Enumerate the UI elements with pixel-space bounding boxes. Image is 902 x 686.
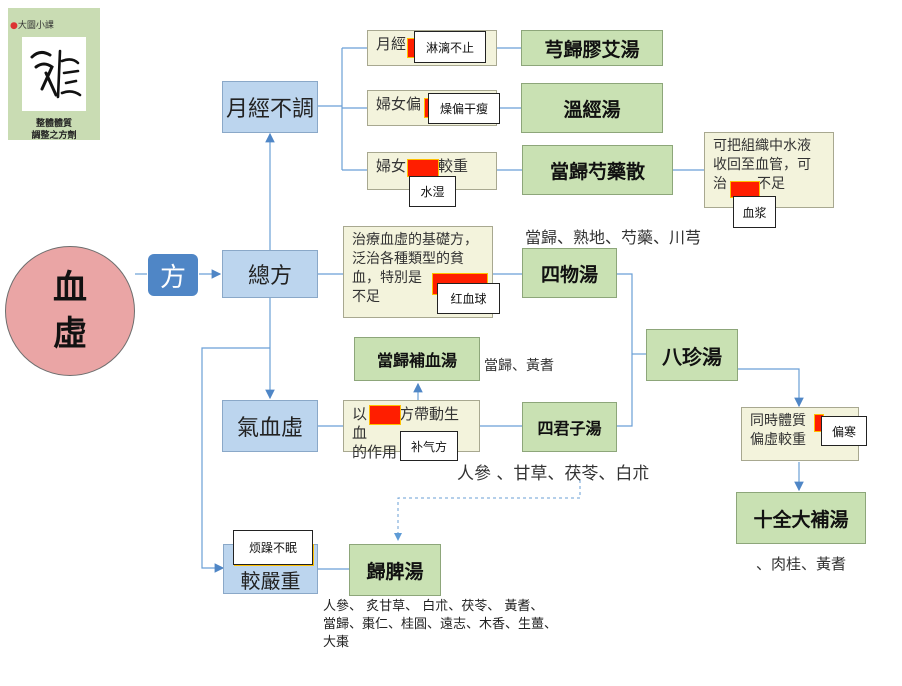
- branch-menstrual: 月經不調: [222, 81, 318, 133]
- formula-shi-quan-da-bu: 十全大補湯: [736, 492, 866, 544]
- calligraphy-image: [22, 37, 86, 111]
- note-qi-suffix: 方帶動生血: [352, 405, 460, 442]
- note-plasma-line2: 收回至血管，可: [713, 157, 811, 173]
- herbs-gui-pi-line3: 大棗: [323, 635, 350, 650]
- note-plasma-line3b: 不足: [757, 176, 785, 192]
- formula-dang-gui-shao-yao: 當歸芍藥散: [522, 145, 673, 195]
- answer-8: 烦躁不眠: [233, 530, 313, 565]
- answer-1: 淋漓不止: [414, 31, 486, 63]
- formula-si-wu: 四物湯: [522, 248, 617, 298]
- note-cold-line1: 同時體質: [750, 413, 806, 429]
- blank-6: [369, 405, 401, 425]
- branch-qi-blood: 氣血虛: [222, 400, 318, 452]
- formula-xiong-gui-jiao-ai: 芎歸膠艾湯: [521, 30, 663, 66]
- answer-3: 水湿: [409, 176, 456, 207]
- logo: ●大圖小課 整體體質 調整之方劑: [8, 8, 100, 141]
- herbs-gui-pi: 人參、 炙甘草、 白朮、茯苓、 黃耆、 當歸、棗仁、桂圓、遠志、木香、生薑、 大…: [323, 598, 557, 652]
- arrow-general-severe: [201, 347, 270, 573]
- center-char-1: 血: [53, 268, 87, 308]
- logo-caption-2: 調整之方劑: [31, 131, 77, 141]
- note-damp-prefix: 婦女: [376, 157, 407, 175]
- dashed-arrow-sijunzi-guipi: [394, 480, 581, 541]
- answer-5: 红血球: [437, 283, 500, 314]
- formula-gui-pi: 歸脾湯: [349, 544, 441, 596]
- formula-tag: 方: [148, 254, 198, 296]
- blank-3: [407, 159, 439, 177]
- note-general-line3: 血，特別是: [352, 270, 422, 286]
- formula-ba-zhen: 八珍湯: [646, 329, 738, 381]
- herbs-si-jun: 人參 、甘草、茯苓、白朮: [457, 464, 650, 484]
- herbs-shi-quan: 、肉桂、黃耆: [756, 555, 847, 573]
- note-plasma-line3a: 治: [713, 176, 727, 192]
- note-qi-prefix: 以: [352, 405, 368, 423]
- logo-caption-1: 整體體質: [35, 119, 72, 129]
- note-dry-text: 婦女偏: [376, 95, 422, 113]
- blood-deficiency-node: 血 虛: [5, 246, 135, 376]
- answer-6: 补气方: [400, 431, 458, 461]
- herbs-si-wu: 當歸、熟地、芍藥、川芎: [525, 228, 702, 247]
- note-general-line1: 治療血虛的基礎方，: [352, 232, 478, 248]
- note-plasma-line1: 可把組織中水液: [713, 138, 811, 154]
- answer-2: 燥偏干瘦: [428, 93, 500, 124]
- branch-general: 總方: [222, 250, 318, 298]
- herbs-gui-pi-line2: 當歸、棗仁、桂圓、遠志、木香、生薑、: [323, 617, 558, 632]
- center-char-2: 虛: [53, 314, 87, 354]
- note-cold-line2: 偏虛較重: [750, 432, 806, 448]
- herbs-gui-pi-line1: 人參、 炙甘草、 白朮、茯苓、 黃耆、: [323, 599, 544, 614]
- answer-7: 偏寒: [821, 416, 867, 446]
- note-qi-line2: 的作用: [352, 443, 398, 461]
- formula-si-jun-zi: 四君子湯: [522, 402, 617, 452]
- formula-dang-gui-bu-xue: 當歸補血湯: [354, 337, 480, 381]
- note-menstrual-text: 月經: [376, 35, 407, 53]
- note-damp-suffix: 較重: [438, 157, 469, 175]
- note-general-line4: 不足: [352, 289, 380, 305]
- herbs-bu-xue: 當歸、黃耆: [484, 358, 554, 374]
- answer-4: 血浆: [733, 196, 776, 228]
- note-general-line2: 泛治各種類型的貧: [352, 251, 464, 267]
- note-plasma: 可把組織中水液 收回至血管，可 治 不足: [704, 132, 834, 208]
- logo-header: ●大圖小課: [10, 21, 54, 31]
- formula-wen-jing: 溫經湯: [521, 83, 663, 133]
